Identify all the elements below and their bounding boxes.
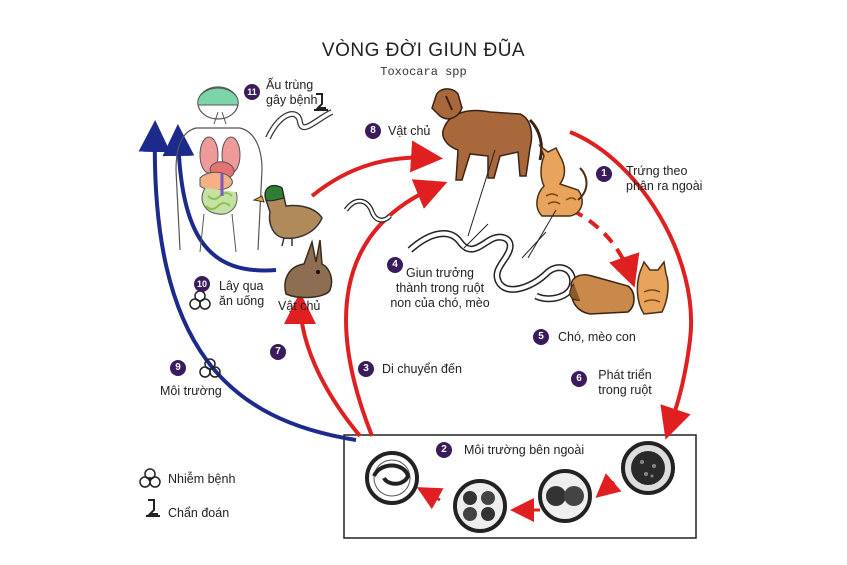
microscope-icon [314,93,328,111]
kitten-icon [636,260,669,315]
step-badge-2: 2 [436,442,452,458]
biohazard-icon [189,290,211,310]
arrow-cat-to-kitten-dashed [571,208,640,288]
step-label-6: Phát triển trong ruột [598,368,652,397]
arrow-egg-3-4 [416,487,444,510]
arrow-duck-to-dog [310,140,443,198]
cat-icon [536,143,588,217]
step-badge-11: 11 [244,84,260,100]
egg-icon [365,451,419,505]
step-label-9: Môi trường [160,384,222,398]
step-label-8: Vật chủ [388,124,431,138]
step-label-4: Giun trưởng thành trong ruột non của chó… [390,266,490,310]
egg-icon [621,441,675,495]
arrow-env-to-dog [344,179,448,437]
step-label-5: Chó, mèo con [558,330,636,344]
step-label-3: Di chuyển đến [382,362,462,376]
microscope-icon [146,499,160,517]
legend-diagnosis-label: Chẩn đoán [168,506,230,520]
step-badge-3: 3 [358,361,374,377]
step-badge-9: 9 [170,360,186,376]
biohazard-icon [139,468,161,488]
arrow-rabbit-to-human [162,124,277,273]
step-badge-7: 7 [270,344,286,360]
arrow-env-to-rabbit [284,292,362,438]
step-badge-1: 1 [596,166,612,182]
dog-icon [431,88,544,181]
puppy-icon [569,274,635,315]
step-badge-10: 10 [194,276,210,292]
host-label-rabbit: Vật chủ [278,299,321,313]
diagram-subtitle: Toxocara spp [380,65,467,79]
egg-icon [453,479,507,533]
step-badge-4: 4 [387,257,403,273]
rabbit-icon [284,239,333,299]
duck-icon [252,184,323,247]
step-badge-6: 6 [571,371,587,387]
egg-icon [538,469,592,523]
legend-infection-label: Nhiễm bệnh [168,472,236,486]
diagram-title: VÒNG ĐỜI GIUN ĐŨA [321,40,526,61]
step-label-2: Môi trường bên ngoài [464,443,585,457]
arrow-cat-to-env [569,130,694,440]
larva-icon [265,109,334,140]
step-label-1: Trứng theo phân ra ngoài [626,164,703,193]
step-label-11: Ấu trùng gây bệnh [266,78,318,107]
human-organs-icon [175,86,263,253]
step-badge-8: 8 [365,123,381,139]
biohazard-icon [199,358,221,378]
arrow-egg-1-2 [595,473,622,498]
step-label-10: Lây qua ăn uống [219,279,265,308]
step-badge-5: 5 [533,329,549,345]
